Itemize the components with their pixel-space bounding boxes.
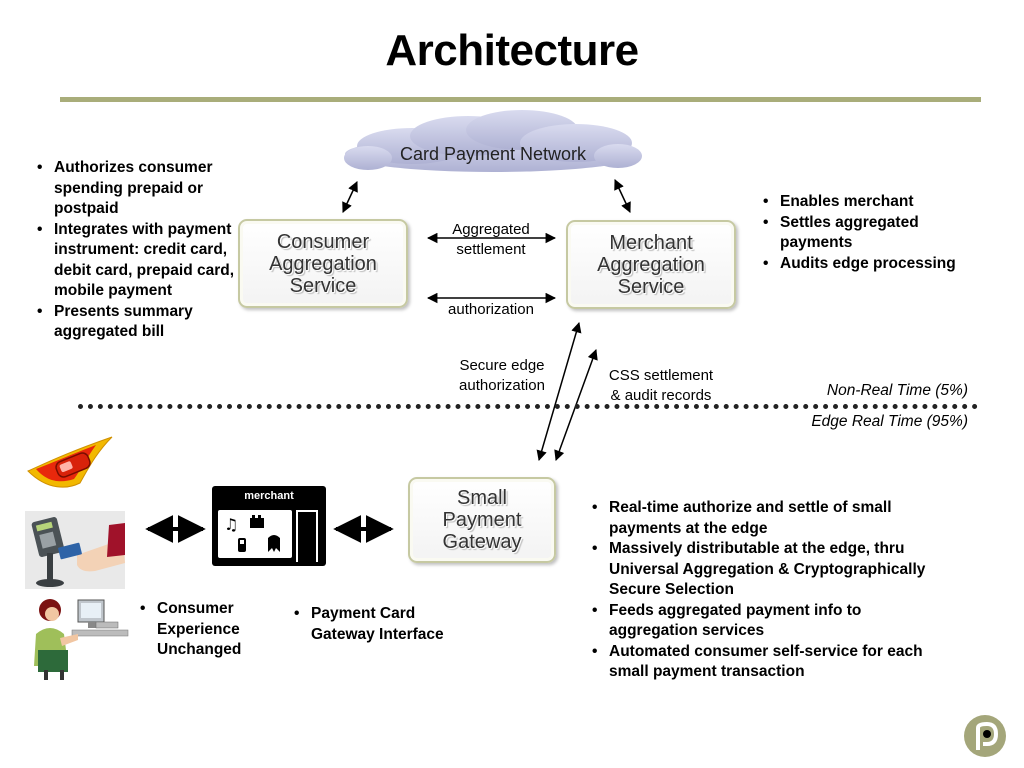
merchant-icon-label: merchant — [244, 490, 294, 502]
bullet-item: Payment Card Gateway Interface — [292, 604, 472, 645]
bullet-item: Audits edge processing — [761, 254, 991, 275]
card-terminal-icon — [25, 511, 125, 589]
consumer-experience-bullets: Consumer Experience Unchanged — [138, 599, 263, 661]
edge-real-time-label: Edge Real Time (95%) — [811, 413, 968, 430]
bullet-item: Feeds aggregated payment info to aggrega… — [590, 601, 940, 642]
bullet-item: Presents summary aggregated bill — [35, 302, 235, 343]
aggregated-settlement-label: Aggregated settlement — [452, 221, 530, 258]
merchant-door — [296, 510, 318, 562]
card-payment-network-cloud: Card Payment Network — [340, 108, 646, 178]
gateway-feature-bullets: Real-time authorize and settle of small … — [590, 498, 940, 683]
consumer-aggregation-service-box: Consumer Aggregation Service — [238, 219, 408, 308]
bullet-item: Authorizes consumer spending prepaid or … — [35, 158, 235, 220]
arrow-cloud-consumer — [342, 181, 358, 213]
person-computer-icon — [30, 596, 130, 680]
title-underline — [60, 97, 981, 102]
merchant-service-bullets: Enables merchant Settles aggregated paym… — [761, 192, 991, 274]
bullet-item: Real-time authorize and settle of small … — [590, 498, 940, 539]
mobile-phone-icon — [26, 435, 116, 493]
bullet-item: Enables merchant — [761, 192, 991, 213]
bullet-item: Settles aggregated payments — [761, 213, 991, 254]
bullet-item: Consumer Experience Unchanged — [138, 599, 263, 661]
non-real-time-label: Non-Real Time (5%) — [826, 382, 968, 399]
small-payment-gateway-box: Small Payment Gateway — [408, 477, 556, 563]
arrow-cloud-merchant — [614, 179, 631, 213]
authorization-label: authorization — [448, 301, 534, 318]
merchant-aggregation-service-box: Merchant Aggregation Service — [566, 220, 736, 309]
svg-text:♫: ♫ — [224, 515, 238, 534]
cloud-label: Card Payment Network — [399, 144, 587, 164]
slide-title: Architecture — [385, 26, 639, 75]
merchant-storefront-icon: merchant ♫ — [212, 486, 326, 566]
consumer-service-bullets: Authorizes consumer spending prepaid or … — [35, 158, 235, 343]
bullet-item: Automated consumer self-service for each… — [590, 642, 940, 683]
merchant-window: ♫ — [218, 510, 292, 558]
real-time-divider — [78, 404, 978, 409]
media-glyphs-icon: ♫ — [224, 515, 280, 552]
bullet-item: Massively distributable at the edge, thr… — [590, 539, 940, 601]
secure-edge-authorization-label: Secure edge authorization — [459, 357, 545, 394]
bullet-item: Integrates with payment instrument: cred… — [35, 220, 235, 302]
cloud-shape — [344, 110, 642, 172]
company-logo — [963, 714, 1007, 758]
css-settlement-label: CSS settlement & audit records — [608, 367, 714, 404]
gateway-interface-bullets: Payment Card Gateway Interface — [292, 604, 472, 645]
